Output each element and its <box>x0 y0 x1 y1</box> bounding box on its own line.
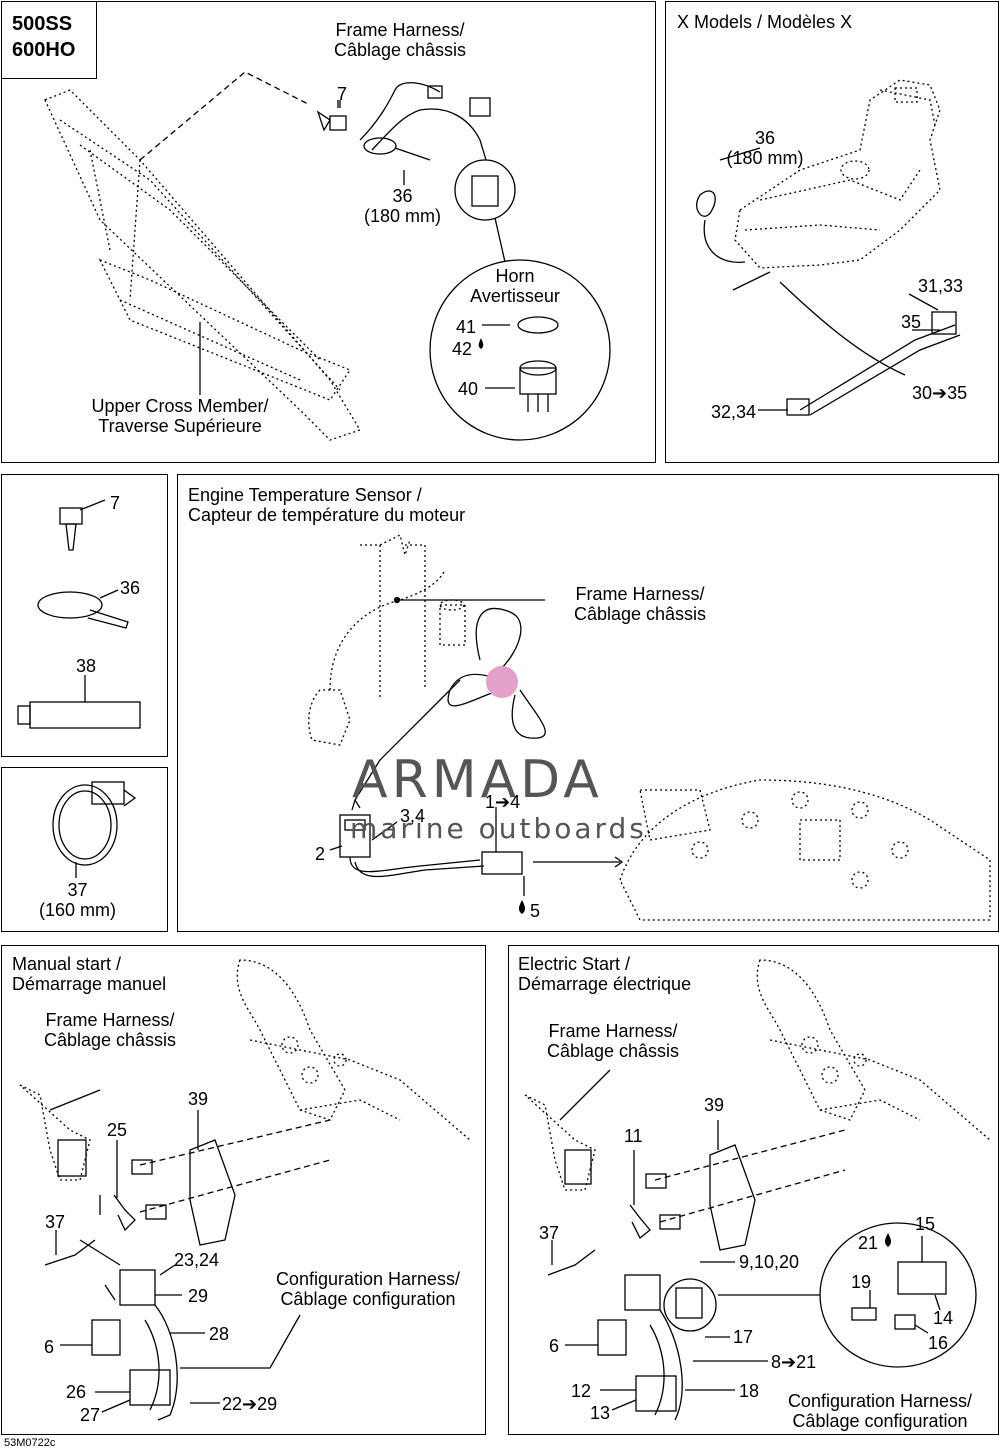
x-callout-30-35: 30➔35 <box>912 383 968 403</box>
x-callout-32-34: 32,34 <box>711 402 757 422</box>
model-box <box>1 1 97 79</box>
manual-callout-28: 28 <box>209 1324 230 1344</box>
electric-callout-14: 14 <box>933 1308 954 1328</box>
electric-start-panel <box>508 945 999 1435</box>
electric-callout-16: 16 <box>928 1333 949 1353</box>
engine-temp-frame-harness-label: Frame Harness/Câblage châssis <box>573 584 707 624</box>
engine-callout-3-4: 3,4 <box>400 806 426 826</box>
manual-callout-25: 25 <box>107 1120 128 1140</box>
legend-callout-36: 36 <box>120 578 141 598</box>
electric-callout-8-21: 8➔21 <box>771 1352 817 1372</box>
legend-callout-38: 38 <box>76 656 97 676</box>
x-callout-36: 36(180 mm) <box>726 128 804 168</box>
manual-callout-39: 39 <box>188 1089 209 1109</box>
electric-callout-18: 18 <box>739 1381 760 1401</box>
x-models-title: X Models / Modèles X <box>677 12 853 32</box>
manual-callout-23-24: 23,24 <box>174 1250 220 1270</box>
callout-41: 41 <box>456 317 477 337</box>
x-models-panel <box>665 1 999 463</box>
electric-callout-13: 13 <box>590 1403 611 1423</box>
clamp-callout-37: 37(160 mm) <box>38 880 116 920</box>
upper-cross-member-label: Upper Cross Member/Traverse Supérieure <box>91 396 269 436</box>
model-600ho: 600HO <box>12 39 76 61</box>
electric-callout-37: 37 <box>539 1223 560 1243</box>
manual-callout-27: 27 <box>80 1405 101 1425</box>
model-500ss: 500SS <box>12 13 73 35</box>
electric-callout-6: 6 <box>549 1336 560 1356</box>
callout-7: 7 <box>337 84 348 104</box>
electric-callout-15: 15 <box>915 1214 936 1234</box>
legend-callout-7: 7 <box>110 493 121 513</box>
manual-callout-29: 29 <box>188 1286 209 1306</box>
figure-code: 53M0722c <box>4 1437 56 1449</box>
engine-callout-2: 2 <box>315 844 326 864</box>
manual-frame-harness-label: Frame Harness/Câblage châssis <box>43 1010 177 1050</box>
x-callout-31-33: 31,33 <box>918 276 964 296</box>
engine-callout-5: 5 <box>530 901 541 921</box>
electric-callout-9-10-20: 9,10,20 <box>739 1252 800 1272</box>
engine-callout-1-4: 1➔4 <box>485 792 521 812</box>
electric-callout-11: 11 <box>624 1126 643 1146</box>
engine-temp-panel <box>177 474 999 932</box>
armada-watermark-tagline: marine outboards <box>350 812 647 845</box>
callout-40: 40 <box>458 379 479 399</box>
callout-36: 36(180 mm) <box>363 186 441 226</box>
electric-start-title: Electric Start /Démarrage électrique <box>518 954 692 994</box>
manual-callout-26: 26 <box>66 1382 87 1402</box>
electric-frame-harness-label: Frame Harness/Câblage châssis <box>546 1021 680 1061</box>
electric-callout-21: 21 <box>858 1233 879 1253</box>
manual-callout-22-29: 22➔29 <box>222 1394 278 1414</box>
electric-callout-12: 12 <box>571 1381 592 1401</box>
manual-callout-37: 37 <box>45 1212 66 1232</box>
manual-config-harness-label: Configuration Harness/Câblage configurat… <box>275 1269 461 1309</box>
x-callout-35: 35 <box>901 312 922 332</box>
frame-harness-panel <box>1 1 656 463</box>
electric-callout-17: 17 <box>733 1327 754 1347</box>
armada-watermark-name: ARMADA <box>352 750 603 810</box>
electric-callout-19: 19 <box>851 1272 872 1292</box>
electric-callout-39: 39 <box>704 1095 725 1115</box>
electric-config-harness-label: Configuration Harness/Câblage configurat… <box>787 1391 973 1431</box>
clamp-panel <box>1 767 168 932</box>
manual-start-title: Manual start /Démarrage manuel <box>12 954 167 994</box>
engine-temp-title: Engine Temperature Sensor /Capteur de te… <box>188 485 466 525</box>
manual-callout-6: 6 <box>44 1337 55 1357</box>
manual-start-panel <box>1 945 486 1435</box>
callout-42: 42 <box>452 339 473 359</box>
frame-harness-label: Frame Harness/Câblage châssis <box>333 20 467 60</box>
